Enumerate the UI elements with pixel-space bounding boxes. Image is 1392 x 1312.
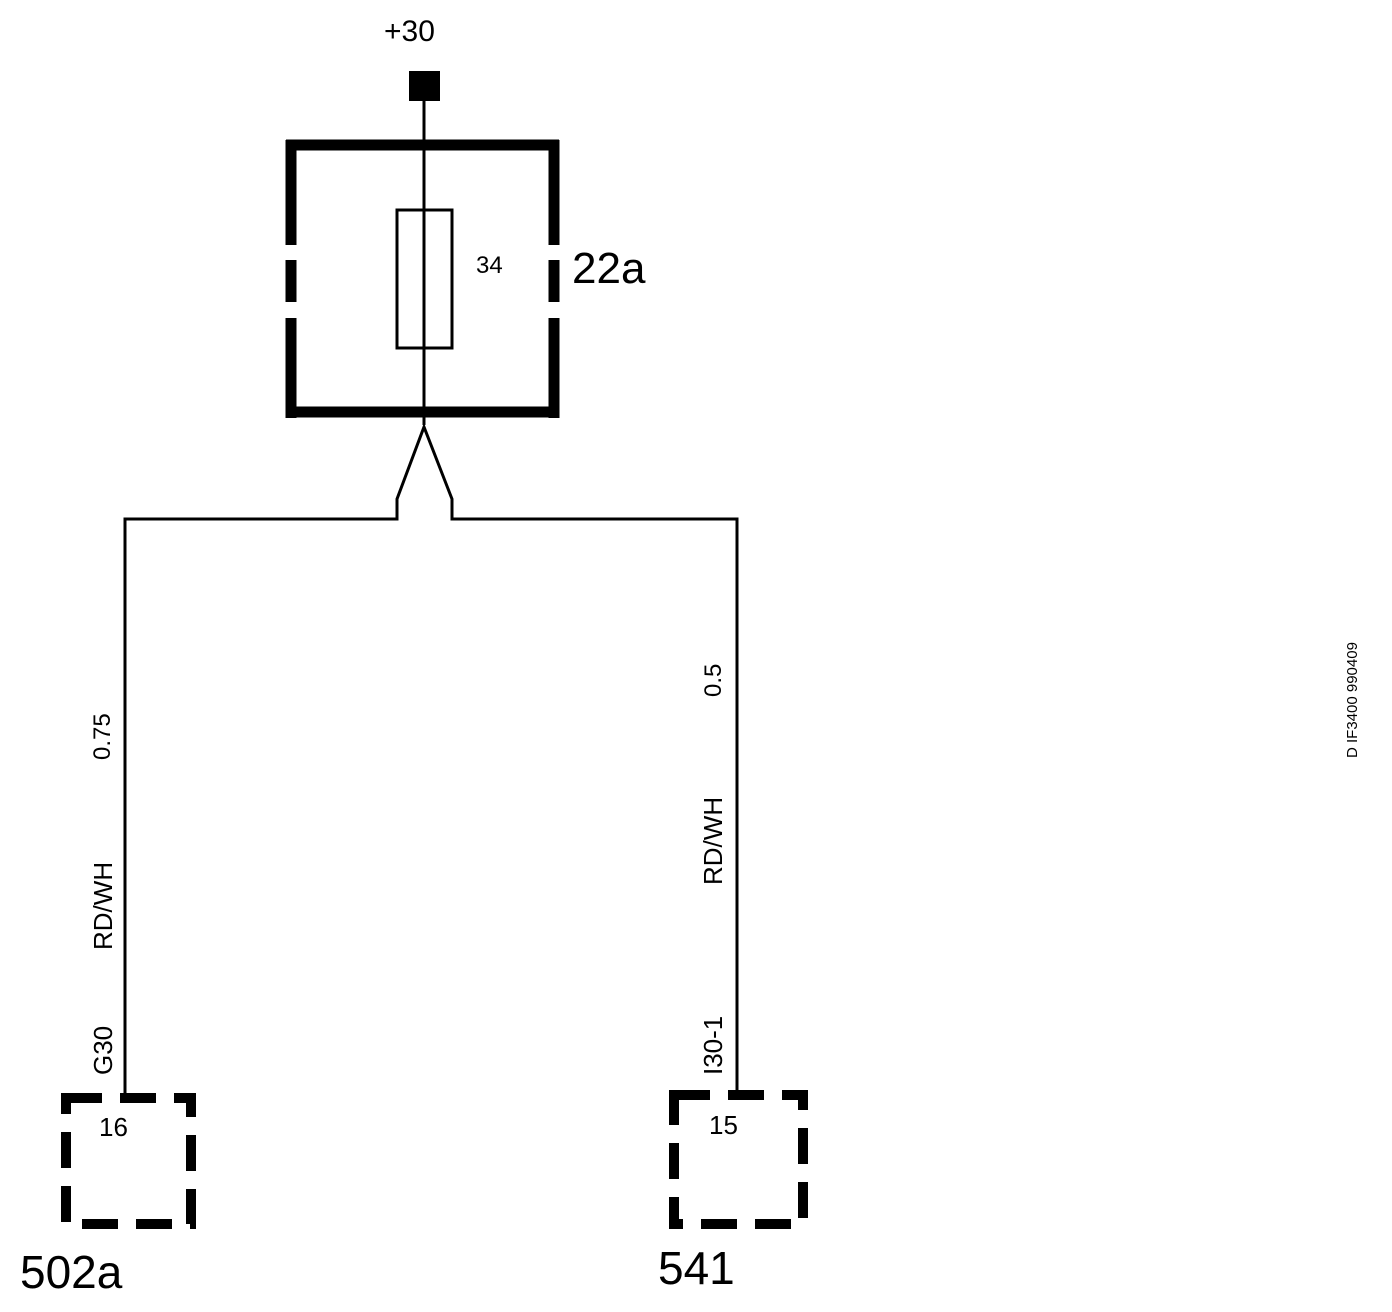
left-connector-pin: 16 — [99, 1112, 128, 1142]
left-wire-circuit: G30 — [88, 1026, 118, 1075]
left-wire-color: RD/WH — [88, 862, 118, 950]
right-connector-label: 541 — [658, 1242, 735, 1294]
fuse-box — [285, 139, 560, 418]
supply-terminal — [409, 71, 440, 101]
fuse-number-label: 34 — [476, 252, 503, 279]
right-wire-color: RD/WH — [698, 797, 728, 885]
left-wire-size: 0.75 — [89, 713, 116, 760]
splice-connector — [123, 422, 739, 1095]
right-wire-size: 0.5 — [700, 664, 727, 697]
left-connector — [61, 1093, 196, 1229]
right-connector-pin: 15 — [709, 1110, 738, 1140]
right-connector — [669, 1090, 808, 1229]
fuse-element — [395, 208, 454, 350]
supply-label: +30 — [384, 15, 435, 48]
right-wire-circuit: I30-1 — [698, 1016, 728, 1075]
fuse-box-label: 22a — [572, 244, 646, 293]
drawing-reference: D IF3400 990409 — [1344, 642, 1361, 758]
left-connector-label: 502a — [20, 1246, 123, 1298]
